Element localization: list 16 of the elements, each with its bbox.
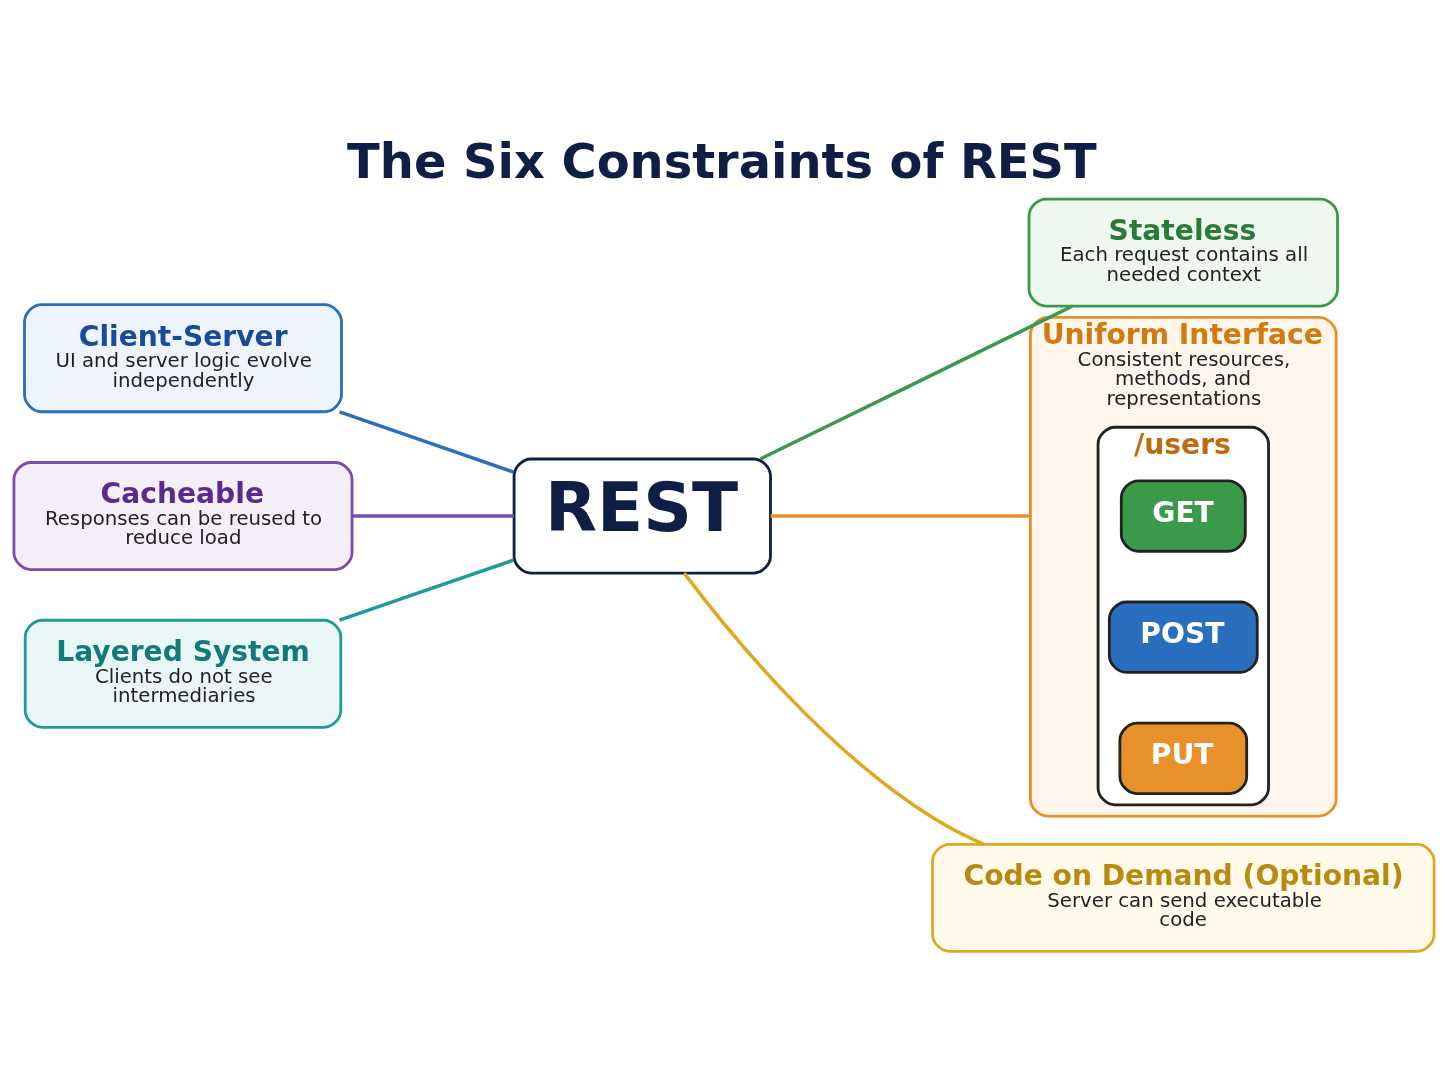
node-box: PUT <box>1118 721 1249 795</box>
node-box: Layered System Clients do not see intermediaries <box>23 618 343 729</box>
connector <box>759 304 1073 460</box>
diagram-title: The Six Constraints of REST <box>347 133 1097 189</box>
connector <box>682 571 985 846</box>
node-box: Client-Server UI and server logic evolve independently <box>23 302 343 413</box>
connector <box>352 513 514 518</box>
node-box: GET <box>1119 478 1247 553</box>
connector <box>770 513 1031 518</box>
node-box: REST <box>512 457 772 574</box>
node-box: POST <box>1107 600 1259 674</box>
connector <box>339 557 515 622</box>
node-box: Code on Demand (Optional) Server can send executable code <box>931 842 1436 953</box>
node-box: Cacheable Responses can be reused to reduce load <box>12 460 354 571</box>
node-box: Stateless Each request contains all needed context <box>1027 197 1339 308</box>
connector <box>339 409 515 474</box>
